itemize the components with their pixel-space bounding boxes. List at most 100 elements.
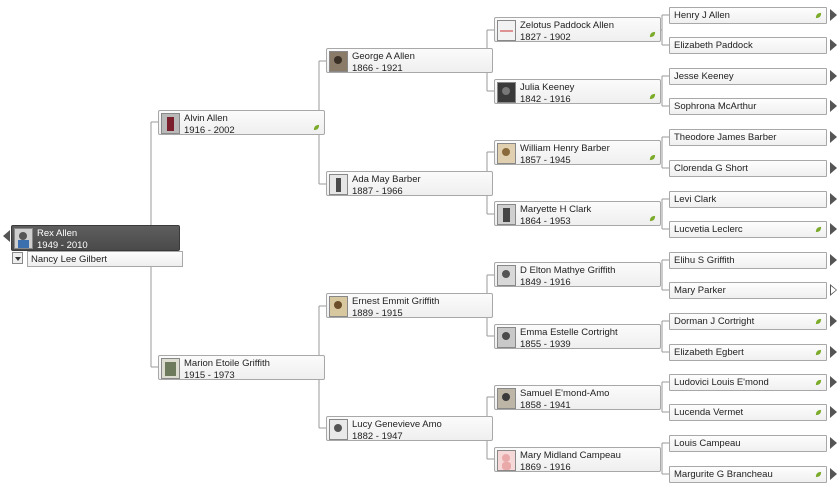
- person-name: Maryette H Clark: [520, 204, 592, 215]
- photo-thumbnail: [329, 419, 348, 440]
- spouse-dropdown-button[interactable]: [12, 252, 23, 264]
- person-name: Lucenda Vermet: [674, 407, 744, 418]
- person-name: Ludovici Louis E'mond: [674, 377, 769, 388]
- expand-arrow-icon[interactable]: [830, 254, 837, 266]
- hint-leaf-icon[interactable]: [815, 409, 822, 416]
- person-name: Emma Estelle Cortright: [520, 327, 618, 338]
- person-dates: 1842 - 1916: [520, 94, 571, 105]
- person-dates: 1827 - 1902: [520, 32, 571, 43]
- person-dates: 1857 - 1945: [520, 155, 571, 166]
- person-card-gen2[interactable]: Lucy Genevieve Amo 1882 - 1947: [326, 416, 493, 442]
- person-card-gen3[interactable]: Emma Estelle Cortright 1855 - 1939: [494, 324, 661, 350]
- person-card-gen4[interactable]: Dorman J Cortright: [669, 313, 827, 330]
- hint-leaf-icon[interactable]: [649, 31, 656, 38]
- photo-thumbnail: [329, 174, 348, 195]
- hint-leaf-icon[interactable]: [815, 471, 822, 478]
- hint-leaf-icon[interactable]: [313, 124, 320, 131]
- person-name: Margurite G Brancheau: [674, 469, 773, 480]
- person-card-root[interactable]: Rex Allen 1949 - 2010: [11, 225, 180, 251]
- person-name: William Henry Barber: [520, 143, 610, 154]
- person-name: Elihu S Griffith: [674, 255, 735, 266]
- person-dates: 1866 - 1921: [352, 63, 403, 74]
- hint-leaf-icon[interactable]: [649, 93, 656, 100]
- expand-arrow-icon[interactable]: [830, 9, 837, 21]
- hint-leaf-icon[interactable]: [649, 154, 656, 161]
- person-name: Clorenda G Short: [674, 163, 748, 174]
- person-card-gen3[interactable]: William Henry Barber 1857 - 1945: [494, 140, 661, 166]
- person-card-gen4[interactable]: Ludovici Louis E'mond: [669, 374, 827, 391]
- expand-arrow-icon[interactable]: [830, 346, 837, 358]
- person-card-gen2[interactable]: George A Allen 1866 - 1921: [326, 48, 493, 74]
- person-card-gen4[interactable]: Mary Parker: [669, 282, 827, 299]
- photo-thumbnail: [497, 143, 516, 164]
- hint-leaf-icon[interactable]: [815, 226, 822, 233]
- person-card-gen4[interactable]: Jesse Keeney: [669, 68, 827, 85]
- person-card-gen4[interactable]: Clorenda G Short: [669, 160, 827, 177]
- expand-arrow-icon[interactable]: [830, 100, 837, 112]
- person-card-gen4[interactable]: Lucenda Vermet: [669, 404, 827, 421]
- expand-arrow-icon[interactable]: [830, 406, 837, 418]
- person-card-gen3[interactable]: Julia Keeney 1842 - 1916: [494, 79, 661, 105]
- expand-arrow-icon[interactable]: [830, 223, 837, 235]
- person-card-gen4[interactable]: Elizabeth Paddock: [669, 37, 827, 54]
- photo-thumbnail: [497, 20, 516, 41]
- person-card-gen4[interactable]: Elihu S Griffith: [669, 252, 827, 269]
- expand-arrow-icon[interactable]: [830, 131, 837, 143]
- person-name: Sophrona McArthur: [674, 101, 757, 112]
- person-name: George A Allen: [352, 51, 415, 62]
- person-dates: 1916 - 2002: [184, 125, 235, 136]
- expand-arrow-icon[interactable]: [830, 193, 837, 205]
- person-card-gen4[interactable]: Sophrona McArthur: [669, 98, 827, 115]
- person-card-gen3[interactable]: Zelotus Paddock Allen 1827 - 1902: [494, 17, 661, 43]
- hint-leaf-icon[interactable]: [815, 379, 822, 386]
- person-name: Mary Parker: [674, 285, 726, 296]
- person-dates: 1855 - 1939: [520, 339, 571, 350]
- spouse-selector[interactable]: Nancy Lee Gilbert: [27, 251, 183, 267]
- expand-arrow-icon[interactable]: [830, 39, 837, 51]
- person-card-gen3[interactable]: Samuel E'mond-Amo 1858 - 1941: [494, 385, 661, 411]
- hint-leaf-icon[interactable]: [649, 215, 656, 222]
- person-card-gen4[interactable]: Levi Clark: [669, 191, 827, 208]
- person-card-gen3[interactable]: Mary Midland Campeau 1869 - 1916: [494, 447, 661, 473]
- person-card-gen4[interactable]: Louis Campeau: [669, 435, 827, 452]
- silhouette-female-icon: [497, 450, 516, 471]
- expand-arrow-icon[interactable]: [830, 315, 837, 327]
- person-dates: 1849 - 1916: [520, 277, 571, 288]
- person-card-gen4[interactable]: Elizabeth Egbert: [669, 344, 827, 361]
- person-card-gen2[interactable]: Ernest Emmit Griffith 1889 - 1915: [326, 293, 493, 319]
- person-name: Marion Etoile Griffith: [184, 358, 270, 369]
- person-dates: 1882 - 1947: [352, 431, 403, 442]
- photo-thumbnail: [497, 204, 516, 225]
- person-card-gen4[interactable]: Henry J Allen: [669, 7, 827, 24]
- person-dates: 1889 - 1915: [352, 308, 403, 319]
- person-card-gen4[interactable]: Lucvetia Leclerc: [669, 221, 827, 238]
- person-name: Louis Campeau: [674, 438, 741, 449]
- person-dates: 1869 - 1916: [520, 462, 571, 473]
- person-name: Alvin Allen: [184, 113, 228, 124]
- person-card-gen3[interactable]: D Elton Mathye Griffith 1849 - 1916: [494, 262, 661, 288]
- photo-thumbnail: [161, 113, 180, 134]
- person-dates: 1915 - 1973: [184, 370, 235, 381]
- expand-arrow-icon[interactable]: [830, 468, 837, 480]
- person-card-gen2[interactable]: Ada May Barber 1887 - 1966: [326, 171, 493, 197]
- person-card-gen3[interactable]: Maryette H Clark 1864 - 1953: [494, 201, 661, 227]
- person-name: Ernest Emmit Griffith: [352, 296, 440, 307]
- person-name: Julia Keeney: [520, 82, 575, 93]
- person-name: Jesse Keeney: [674, 71, 734, 82]
- person-card-gen4[interactable]: Theodore James Barber: [669, 129, 827, 146]
- person-card-father[interactable]: Alvin Allen 1916 - 2002: [158, 110, 325, 136]
- expand-arrow-icon[interactable]: [830, 70, 837, 82]
- hint-leaf-icon[interactable]: [815, 318, 822, 325]
- navigate-back-arrow[interactable]: [3, 230, 10, 242]
- person-name: Henry J Allen: [674, 10, 730, 21]
- expand-arrow-icon[interactable]: [830, 376, 837, 388]
- hint-leaf-icon[interactable]: [815, 12, 822, 19]
- expand-arrow-empty-icon[interactable]: [830, 284, 837, 296]
- person-card-mother[interactable]: Marion Etoile Griffith 1915 - 1973: [158, 355, 325, 381]
- hint-leaf-icon[interactable]: [815, 349, 822, 356]
- photo-thumbnail: [14, 228, 33, 249]
- expand-arrow-icon[interactable]: [830, 162, 837, 174]
- person-card-gen4[interactable]: Margurite G Brancheau: [669, 466, 827, 483]
- expand-arrow-icon[interactable]: [830, 437, 837, 449]
- person-name: Rex Allen: [37, 228, 78, 239]
